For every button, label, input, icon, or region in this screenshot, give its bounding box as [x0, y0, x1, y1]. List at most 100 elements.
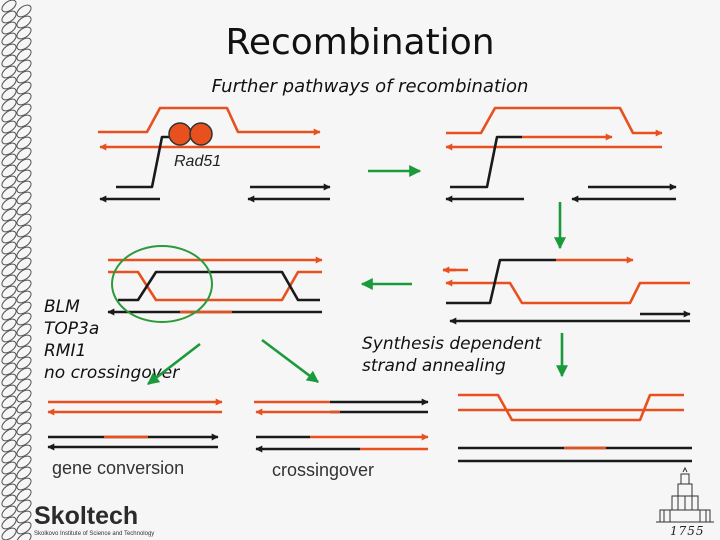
border-ring — [1, 175, 17, 189]
border-ring — [16, 257, 32, 271]
extended-strand — [446, 258, 556, 305]
border-ring — [1, 351, 17, 365]
border-ring — [1, 274, 17, 288]
logo-subtitle: Skolkovo Institute of Science and Techno… — [34, 531, 155, 537]
border-ring — [16, 367, 32, 381]
border-ring — [1, 285, 17, 299]
junction-strand-orange — [108, 270, 322, 302]
sdsa-label-block: Synthesis dependent strand annealing — [362, 333, 541, 377]
border-ring — [1, 406, 17, 420]
border-ring — [16, 202, 32, 216]
border-ring — [16, 213, 32, 227]
border-ring — [1, 373, 17, 387]
border-ring — [16, 378, 32, 392]
border-ring — [16, 180, 32, 194]
border-ring — [16, 466, 32, 480]
border-ring — [1, 98, 17, 112]
border-ring — [1, 109, 17, 123]
border-ring — [1, 10, 17, 24]
border-ring — [1, 296, 17, 310]
border-ring — [1, 505, 17, 519]
border-ring — [1, 461, 17, 475]
border-ring — [16, 455, 32, 469]
border-ring — [16, 26, 32, 40]
border-ring — [1, 32, 17, 46]
rad51-protein-icon — [189, 122, 213, 146]
panel-strand-invasion — [98, 106, 331, 203]
border-ring — [16, 37, 32, 51]
panel-second-end-capture — [442, 256, 691, 325]
border-ring — [16, 48, 32, 62]
junction-strand-black — [118, 270, 320, 302]
enzyme-label: no crossingover — [44, 363, 180, 383]
border-ring — [16, 334, 32, 348]
border-ring — [16, 411, 32, 425]
panel-double-holliday-junction — [107, 245, 323, 323]
border-ring — [16, 103, 32, 117]
border-ring — [16, 444, 32, 458]
border-ring — [1, 230, 17, 244]
process-arrow-down-left — [147, 342, 201, 386]
border-ring — [1, 76, 17, 90]
border-ring — [16, 169, 32, 183]
decorative-ring-border — [1, 0, 32, 540]
border-ring — [16, 268, 32, 282]
border-ring — [16, 191, 32, 205]
border-ring — [1, 0, 17, 13]
border-ring — [1, 318, 17, 332]
border-ring — [16, 136, 32, 150]
border-ring — [1, 527, 17, 540]
gene-conversion-label: gene conversion — [52, 458, 184, 478]
border-ring — [1, 494, 17, 508]
border-ring — [16, 301, 32, 315]
border-ring — [1, 54, 17, 68]
border-ring — [16, 279, 32, 293]
sdsa-label: Synthesis dependent — [362, 334, 542, 354]
border-ring — [1, 450, 17, 464]
border-ring — [1, 21, 17, 35]
enzyme-label: RMI1 — [44, 341, 87, 361]
border-ring — [1, 428, 17, 442]
border-ring — [1, 153, 17, 167]
border-ring — [16, 356, 32, 370]
skoltech-logo: Skoltech Skolkovo Institute of Science a… — [30, 500, 155, 540]
donor-strand-lower — [445, 279, 690, 305]
rad51-protein-icon — [168, 122, 192, 146]
product-strand — [458, 393, 684, 422]
border-ring — [1, 516, 17, 530]
border-ring — [16, 125, 32, 139]
border-ring — [16, 312, 32, 326]
border-ring — [1, 395, 17, 409]
sdsa-label: strand annealing — [362, 356, 506, 376]
panel-sdsa-product — [458, 393, 692, 463]
border-ring — [16, 114, 32, 128]
border-ring — [16, 499, 32, 513]
page-title: Recombination — [225, 22, 495, 63]
process-arrow-down-right — [261, 338, 319, 384]
border-ring — [1, 164, 17, 178]
border-ring — [16, 147, 32, 161]
border-ring — [16, 422, 32, 436]
border-ring — [16, 400, 32, 414]
border-ring — [16, 246, 32, 260]
extended-strand — [450, 135, 522, 189]
rad51-label: Rad51 — [174, 153, 221, 170]
border-ring — [16, 235, 32, 249]
border-ring — [1, 252, 17, 266]
border-ring — [16, 70, 32, 84]
border-ring — [1, 362, 17, 376]
panel-d-loop-extension — [445, 106, 677, 203]
border-ring — [1, 65, 17, 79]
border-ring — [16, 389, 32, 403]
border-ring — [1, 241, 17, 255]
border-ring — [16, 323, 32, 337]
enzyme-label: BLM — [44, 297, 80, 317]
border-ring — [1, 43, 17, 57]
border-ring — [16, 15, 32, 29]
border-ring — [1, 384, 17, 398]
border-ring — [1, 197, 17, 211]
border-ring — [16, 224, 32, 238]
border-ring — [1, 186, 17, 200]
border-ring — [16, 92, 32, 106]
